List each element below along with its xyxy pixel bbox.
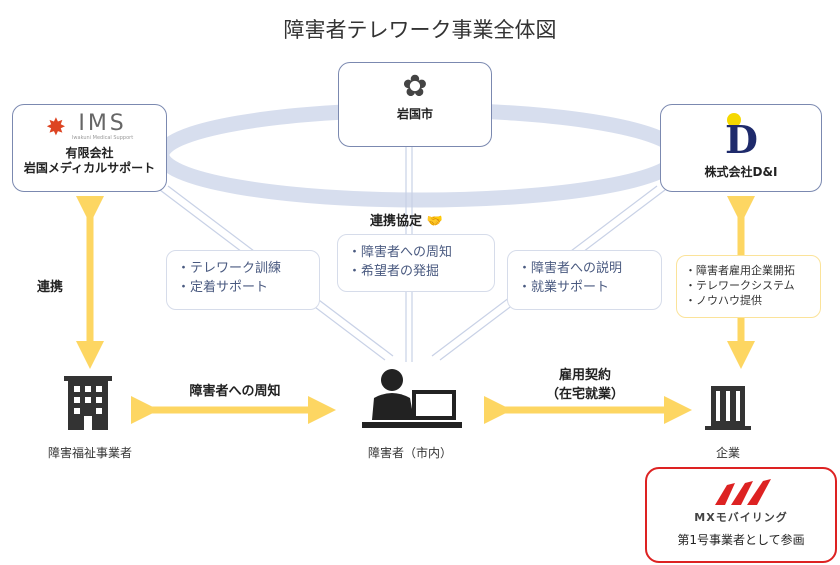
di-support-box: ・障害者への説明 ・就業サポート	[507, 250, 662, 310]
list-item: ・テレワークシステム	[685, 279, 795, 292]
flow-lines	[159, 146, 666, 362]
maple-leaf-icon: ✸	[45, 113, 66, 141]
list-item: ・障害者雇用企業開拓	[685, 264, 795, 277]
page-title: 障害者テレワーク事業全体図	[283, 18, 557, 42]
mx-caption: 第1号事業者として参画	[677, 533, 805, 547]
di-name: 株式会社D&I	[704, 165, 778, 179]
list-item: ・定着サポート	[177, 280, 269, 295]
list-item: ・ノウハウ提供	[685, 294, 762, 307]
person-at-laptop-icon	[362, 368, 462, 432]
company-building-icon	[705, 386, 751, 430]
list-item: ・希望者の発掘	[348, 264, 440, 279]
mx-logo-text: MXモバイリング	[694, 511, 788, 524]
list-item: ・障害者への説明	[518, 261, 623, 276]
org-di: D 株式会社D&I	[660, 104, 822, 192]
city-name: 岩国市	[396, 107, 433, 121]
person-label: 障害者（市内）	[367, 446, 452, 460]
ims-support-box: ・テレワーク訓練 ・定着サポート	[166, 250, 320, 310]
cooperation-label: 連携	[36, 280, 63, 295]
list-item: ・テレワーク訓練	[177, 261, 282, 276]
building-icon	[64, 376, 112, 430]
ims-logo-text: IMS	[78, 111, 127, 136]
di-company-box: ・障害者雇用企業開拓 ・テレワークシステム ・ノウハウ提供	[676, 255, 821, 318]
list-item: ・就業サポート	[518, 280, 610, 295]
org-ims: ✸ IMS Iwakuni Medical Support 有限会社 岩国メディ…	[12, 104, 167, 192]
di-logo-icon: D	[661, 113, 821, 161]
city-support-box: ・障害者への周知 ・希望者の発掘	[337, 234, 495, 292]
notice-label: 障害者への周知	[189, 384, 281, 399]
mx-mobiling-box: MXモバイリング 第1号事業者として参画	[645, 467, 837, 563]
ims-name-line1: 有限会社	[65, 146, 114, 160]
welfare-label: 障害福祉事業者	[47, 446, 132, 460]
ims-logo-sub: Iwakuni Medical Support	[71, 135, 134, 141]
city-flower-icon: ✿	[402, 69, 428, 104]
list-item: ・障害者への周知	[348, 245, 453, 260]
handshake-icon: 🤝	[426, 214, 443, 229]
agreement-label: 連携協定 🤝	[370, 214, 443, 229]
org-city: ✿ 岩国市	[338, 62, 492, 147]
employment-label: 雇用契約 （在宅就業）	[545, 368, 624, 402]
ims-name-line2: 岩国メディカルサポート	[23, 161, 156, 175]
company-label: 企業	[715, 446, 740, 460]
mx-logo-icon	[711, 479, 771, 505]
